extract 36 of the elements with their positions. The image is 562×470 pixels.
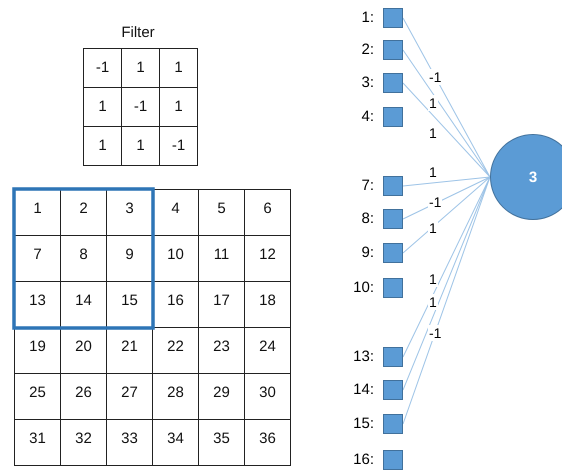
table-cell: 1 — [159, 48, 198, 88]
node-label: 4: — [361, 107, 374, 127]
node-label: 9: — [361, 243, 374, 263]
edge-label: 1 — [428, 271, 438, 287]
node-label: 14: — [353, 380, 374, 400]
neuron-circle: 3 — [490, 134, 562, 220]
table-cell: 1 — [83, 126, 122, 166]
edge-label: 1 — [428, 95, 438, 111]
table-cell: 36 — [244, 419, 291, 466]
node-label: 7: — [361, 176, 374, 196]
node-label: 8: — [361, 209, 374, 229]
connector-line — [402, 176, 490, 254]
edge-label: -1 — [428, 194, 442, 210]
connector-line — [402, 176, 490, 186]
table-cell: 31 — [14, 419, 61, 466]
connector-line — [402, 82, 490, 178]
edge-label: 1 — [428, 125, 438, 141]
connector-line — [402, 176, 490, 220]
connector-line — [402, 176, 490, 358]
node-label: 16: — [353, 450, 374, 470]
edge-label: 1 — [428, 164, 438, 180]
node-label: 15: — [353, 414, 374, 434]
table-cell: 6 — [244, 189, 291, 236]
connector-line — [402, 18, 490, 178]
node-label: 3: — [361, 73, 374, 93]
table-cell: -1 — [159, 126, 198, 166]
node-label: 2: — [361, 40, 374, 60]
node-label: 1: — [361, 8, 374, 28]
node-label: 10: — [353, 278, 374, 298]
edge-label: -1 — [428, 325, 442, 341]
table-title: Filter — [120, 24, 156, 41]
table-cell: -1 — [83, 48, 122, 88]
edge-label: 1 — [428, 220, 438, 236]
edge-label: -1 — [428, 69, 442, 85]
node-label: 13: — [353, 347, 374, 367]
edge-label: 1 — [428, 294, 438, 310]
